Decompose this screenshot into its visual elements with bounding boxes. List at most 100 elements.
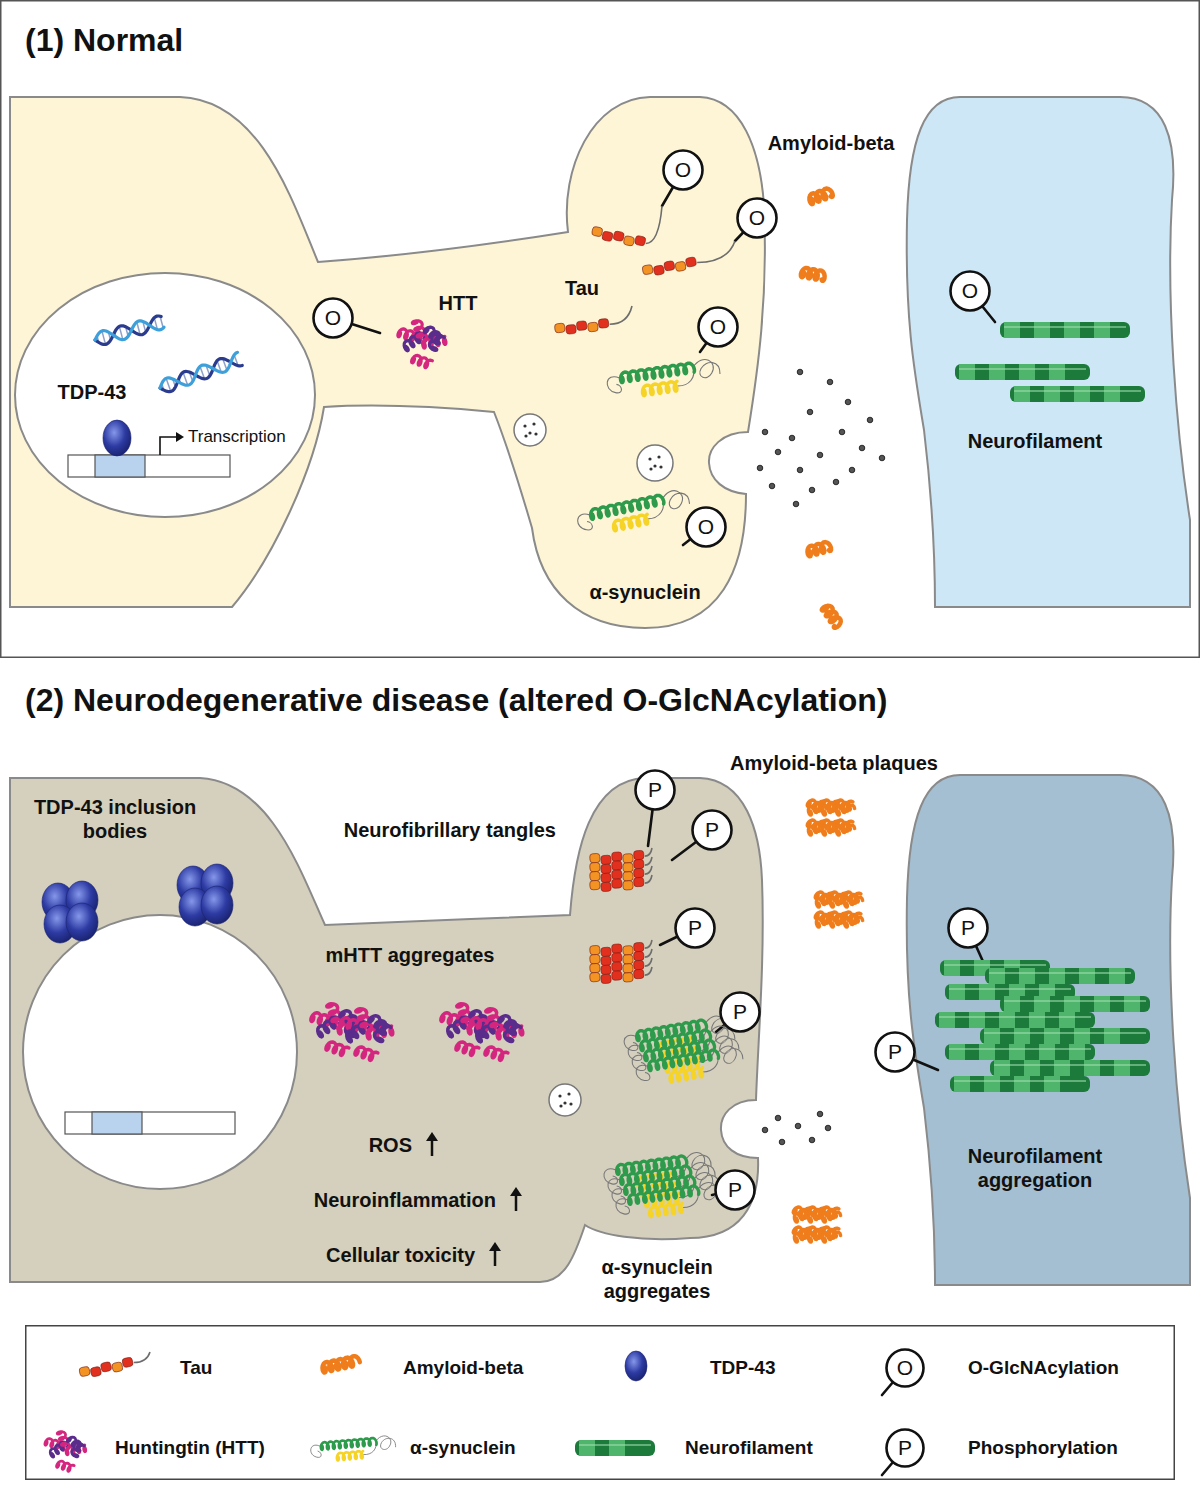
- filament-band: [1019, 968, 1035, 984]
- helix: [320, 1438, 376, 1450]
- text-holder: O: [698, 514, 714, 539]
- o-glcnac-symbol: O: [662, 149, 704, 191]
- node-text: HTT: [439, 291, 478, 315]
- filament-band: [1044, 1028, 1060, 1044]
- filament-band: [1014, 1028, 1030, 1044]
- tau-tail: [645, 848, 652, 856]
- symbol-outline: [721, 993, 760, 1032]
- dna-strand: [93, 315, 164, 347]
- filament-band: [1109, 968, 1125, 984]
- filament-shine: [959, 368, 1086, 370]
- neuron-presynaptic: TDP-43 inclusion bodiesmHTT aggregatesRO…: [10, 775, 770, 1285]
- node-text: O: [749, 205, 765, 230]
- tau-segment: [590, 871, 601, 881]
- tau-segment: [554, 323, 565, 333]
- filament-band: [949, 984, 965, 1000]
- tau-segment: [664, 261, 675, 272]
- tau-segment: [623, 881, 634, 891]
- node-text: α-synuclein: [589, 580, 700, 604]
- filament-band: [984, 1076, 1000, 1092]
- filament-body: [950, 1076, 1090, 1092]
- filament-shine: [1004, 326, 1126, 328]
- label-text: Amyloid-beta: [768, 131, 895, 155]
- alpha-synuclein: [310, 1435, 396, 1463]
- text-holder: Amyloid-beta: [768, 131, 895, 155]
- filament-band: [609, 1440, 625, 1456]
- neurofilament: [955, 364, 1090, 380]
- gene: [68, 455, 230, 477]
- filament-band: [1064, 322, 1080, 338]
- tau-segment: [633, 960, 644, 970]
- filament-band: [1039, 1044, 1055, 1060]
- arrow-head: [176, 432, 184, 442]
- symbol-outline: [716, 1171, 755, 1210]
- panel-border: [1, 1, 1200, 658]
- neurotransmitter: [779, 1139, 785, 1145]
- neurotransmitter: [757, 465, 763, 471]
- tau-segment: [590, 972, 601, 982]
- neurofilament: [980, 1028, 1150, 1044]
- neuron-postsynaptic: Neurofilament aggregationP: [905, 775, 1192, 1287]
- node-art: [687, 508, 726, 547]
- tau-segment: [634, 235, 646, 246]
- dna-strand: [93, 315, 164, 347]
- neuron-outline: [907, 775, 1190, 1285]
- increase-arrow: [494, 1249, 497, 1266]
- helix: [484, 1045, 507, 1061]
- filament-band: [989, 364, 1005, 380]
- filament-band: [1044, 1076, 1060, 1092]
- tau-segment: [623, 946, 634, 956]
- node-text: ROS: [369, 1133, 412, 1157]
- tau-segment: [591, 226, 603, 237]
- helix: [503, 1022, 518, 1042]
- text-holder: TDP-43 inclusion bodies: [30, 795, 200, 843]
- node-text: TDP-43 inclusion bodies: [30, 795, 200, 843]
- o-glcnac-symbol: O: [697, 306, 739, 348]
- node-text: O: [325, 305, 341, 330]
- neurofilament: [950, 1076, 1090, 1092]
- filament-band: [1049, 364, 1065, 380]
- filament-band: [1029, 1012, 1045, 1028]
- tau-segment: [112, 1362, 124, 1373]
- tdp43-protein: [201, 886, 233, 924]
- filament-band: [1104, 1028, 1120, 1044]
- legend-entry: Huntingtin (HTT): [115, 1437, 265, 1460]
- tau-protein: [590, 969, 645, 984]
- vesicle-dot: [659, 465, 662, 468]
- vesicle-dot: [532, 422, 535, 425]
- node-art: [15, 273, 315, 517]
- helix: [642, 381, 679, 396]
- symbol-outline: [699, 308, 738, 347]
- tau-segment: [612, 953, 623, 963]
- text-holder: P: [961, 915, 975, 940]
- filament-shine: [579, 1444, 651, 1446]
- label-text: α-synuclein aggregates: [590, 1255, 725, 1303]
- node-text: P: [733, 999, 747, 1024]
- symbol-outline: [676, 909, 715, 948]
- text-holder: Transcription: [188, 427, 286, 447]
- tau-segment: [601, 855, 612, 865]
- tau-segment: [566, 324, 577, 334]
- tau-segment: [623, 863, 634, 873]
- node-art: [636, 771, 675, 810]
- filament-band: [989, 968, 1005, 984]
- protein-loop: [615, 1181, 725, 1217]
- helix: [628, 1185, 699, 1204]
- tau-tail: [646, 206, 662, 243]
- node-art: [314, 299, 353, 338]
- tau-segment: [576, 321, 587, 331]
- legend-text: TDP-43: [710, 1357, 775, 1380]
- phosphorylation-symbol: P: [674, 907, 716, 949]
- neuron-outline: [10, 778, 763, 1282]
- symbol-outline: [636, 771, 675, 810]
- tau-segment: [590, 954, 601, 964]
- symbol-outline: [314, 299, 353, 338]
- tau-segment: [601, 882, 612, 892]
- filament-band: [1094, 322, 1110, 338]
- helix: [336, 1451, 363, 1461]
- node-shape: [905, 97, 1192, 609]
- neurotransmitter: [845, 399, 851, 405]
- tau-tail: [645, 949, 652, 957]
- filament-shine: [939, 1016, 1091, 1018]
- gene-region: [92, 1112, 142, 1134]
